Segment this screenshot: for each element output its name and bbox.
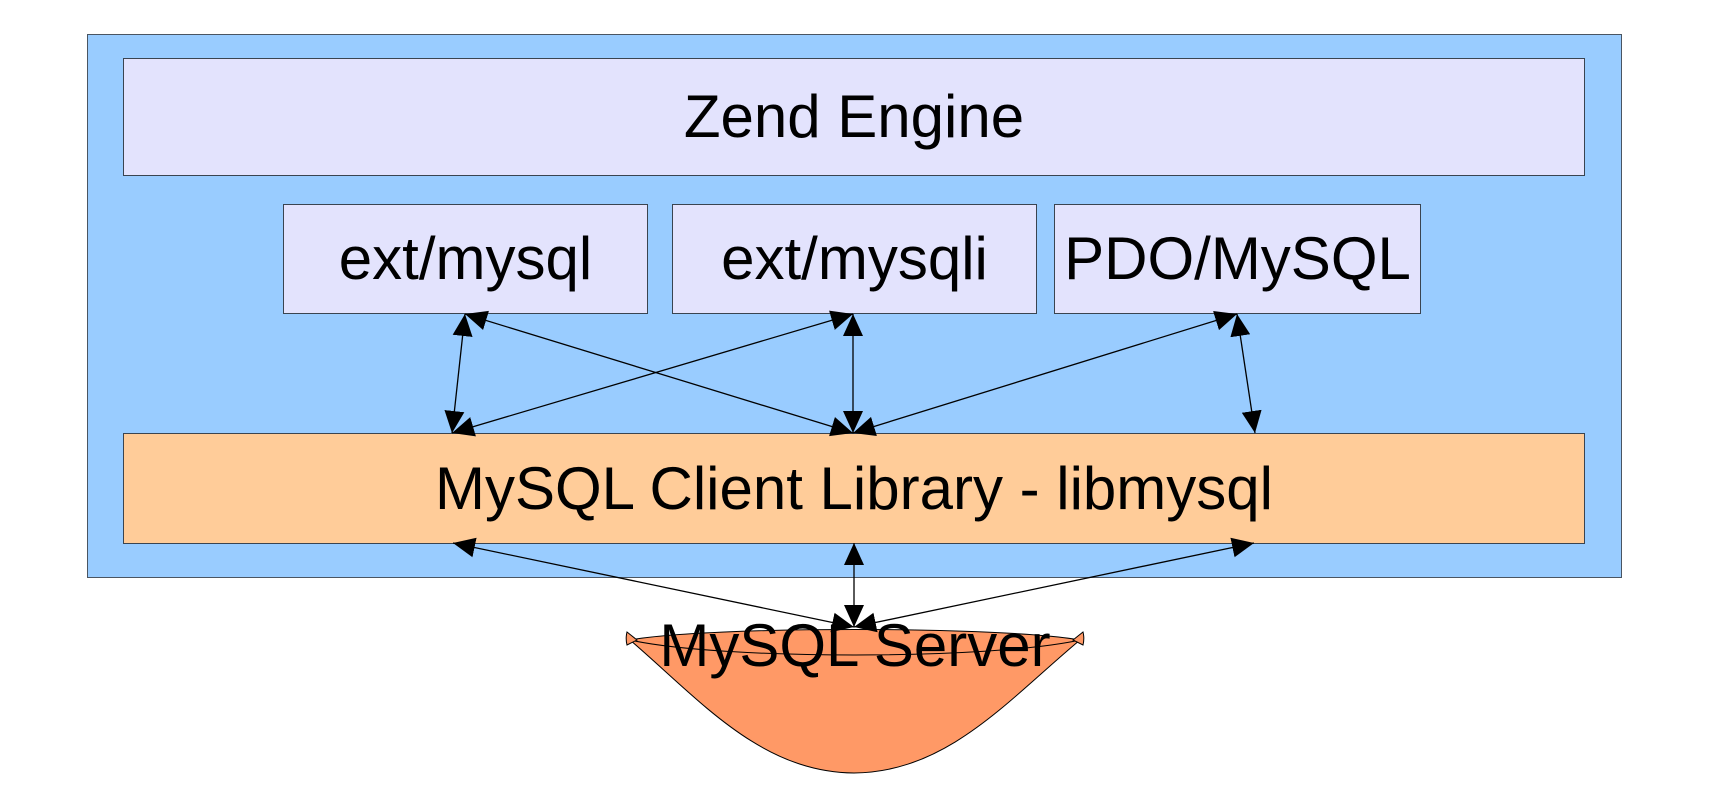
mysql-client-library-box: MySQL Client Library - libmysql <box>123 433 1585 544</box>
pdo-mysql-label: PDO/MySQL <box>1064 225 1411 292</box>
mysql-client-library-label: MySQL Client Library - libmysql <box>435 454 1273 522</box>
zend-engine-box: Zend Engine <box>123 58 1585 176</box>
ext-mysql-box: ext/mysql <box>283 204 648 314</box>
ext-mysqli-label: ext/mysqli <box>721 225 988 292</box>
ext-mysql-label: ext/mysql <box>338 225 593 292</box>
mysql-server-label: MySQL Server <box>659 612 1051 679</box>
ext-mysqli-box: ext/mysqli <box>672 204 1037 314</box>
pdo-mysql-box: PDO/MySQL <box>1054 204 1421 314</box>
zend-engine-label: Zend Engine <box>683 83 1025 150</box>
